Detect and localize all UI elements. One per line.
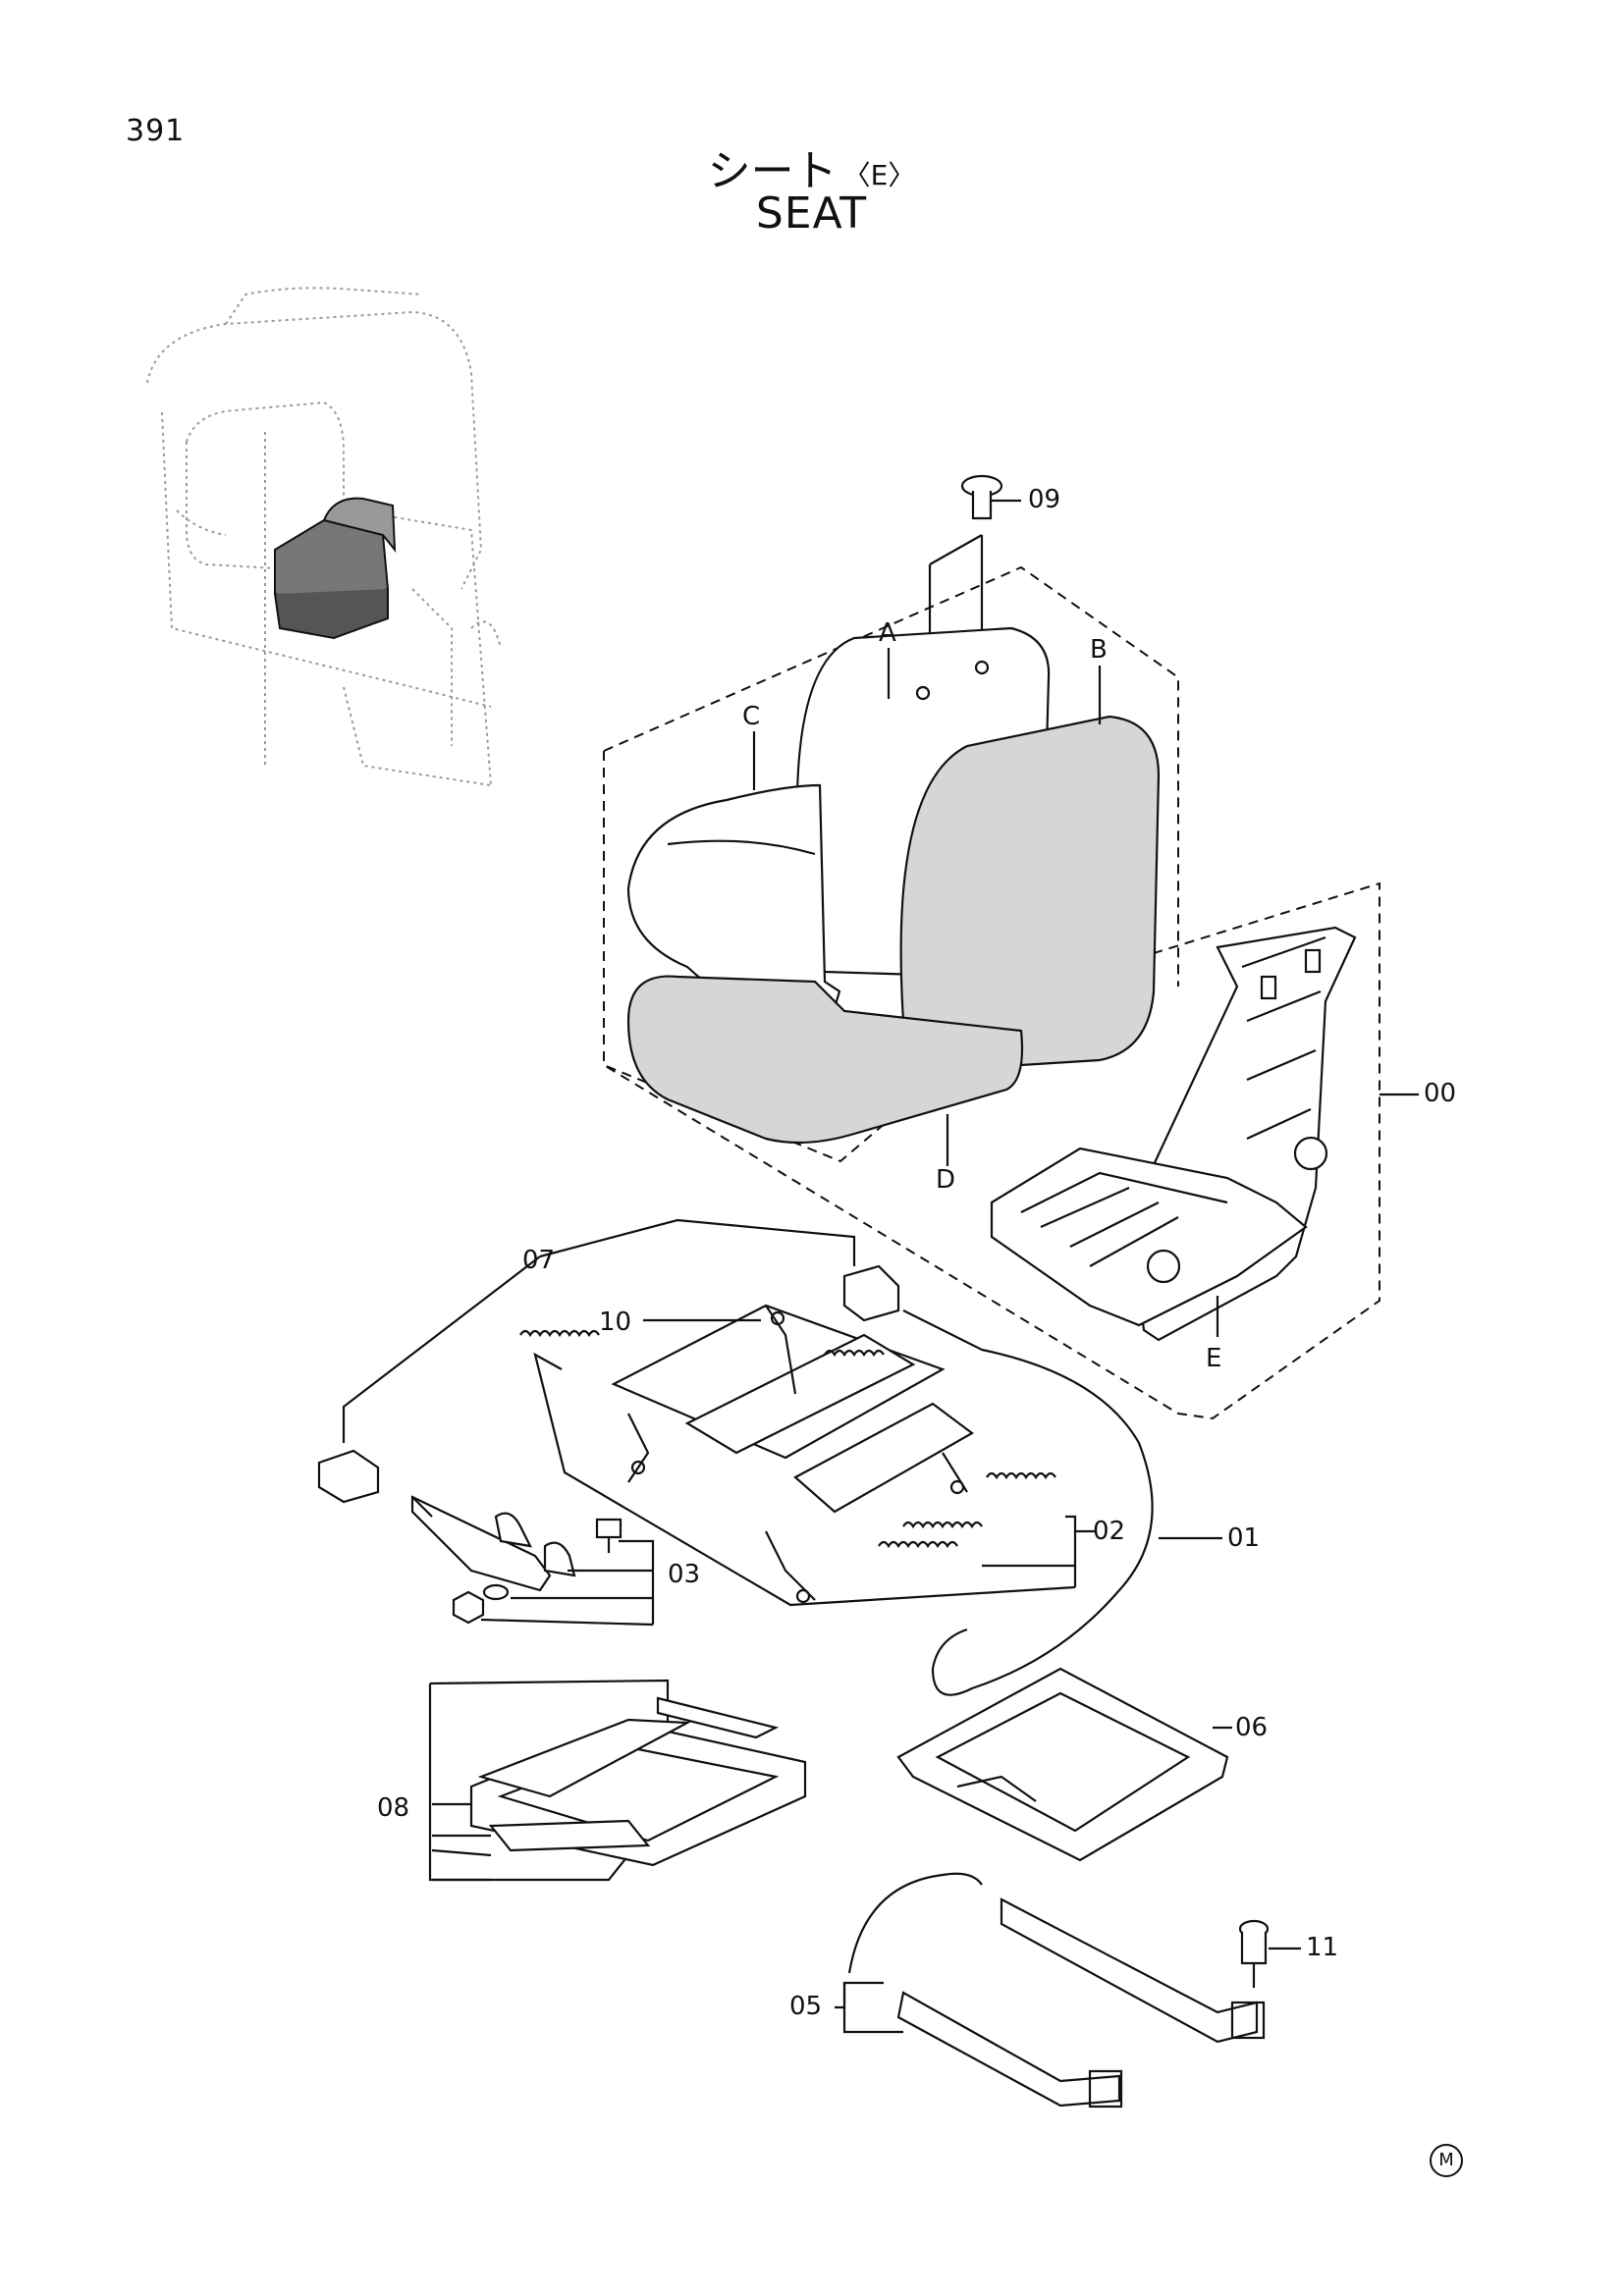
seat-frame-e [990, 926, 1357, 1342]
bolt-09 [928, 474, 1021, 687]
suspension-assembly-10 [611, 1304, 974, 1604]
callout-00: 00 [1424, 1079, 1456, 1108]
callout-07: 07 [522, 1246, 555, 1275]
title-variant: 〈E〉 [842, 159, 916, 191]
callout-03: 03 [668, 1560, 700, 1589]
page-number: 391 [126, 114, 186, 148]
title-japanese-text: シート [707, 146, 838, 196]
callout-02: 02 [1093, 1517, 1125, 1546]
callout-c: C [742, 702, 760, 731]
springs-02 [519, 1329, 1095, 1607]
callout-09: 09 [1028, 485, 1060, 514]
callout-a: A [879, 618, 896, 648]
mounting-plates-08 [428, 1679, 807, 1882]
seat-cushion-c [626, 783, 841, 1042]
seat-bottom-cover-d [626, 975, 1024, 1145]
callout-d: D [936, 1165, 955, 1195]
callout-08: 08 [377, 1793, 409, 1823]
assembly-boundary [603, 565, 1380, 1420]
callout-11: 11 [1306, 1933, 1338, 1962]
maker-mark-icon: M [1430, 2144, 1463, 2177]
seat-back-cover-b [899, 715, 1161, 1072]
slide-rail-06 [896, 1667, 1232, 1862]
release-cable-01 [902, 1309, 1222, 1696]
callout-10: 10 [599, 1308, 631, 1337]
slide-rails-05 [835, 1872, 1266, 2109]
callout-01: 01 [1227, 1523, 1260, 1553]
callout-06: 06 [1235, 1713, 1268, 1742]
bolt-11 [1238, 1919, 1301, 1988]
callout-e: E [1206, 1344, 1221, 1373]
title-english: SEAT [755, 188, 868, 239]
bracket-07 [317, 1218, 900, 1504]
callout-05: 05 [789, 1992, 822, 2021]
title-japanese: シート〈E〉 [0, 135, 1623, 198]
cab-location-inset [146, 287, 502, 786]
hardware-03 [410, 1495, 655, 1627]
callout-b: B [1090, 635, 1108, 665]
